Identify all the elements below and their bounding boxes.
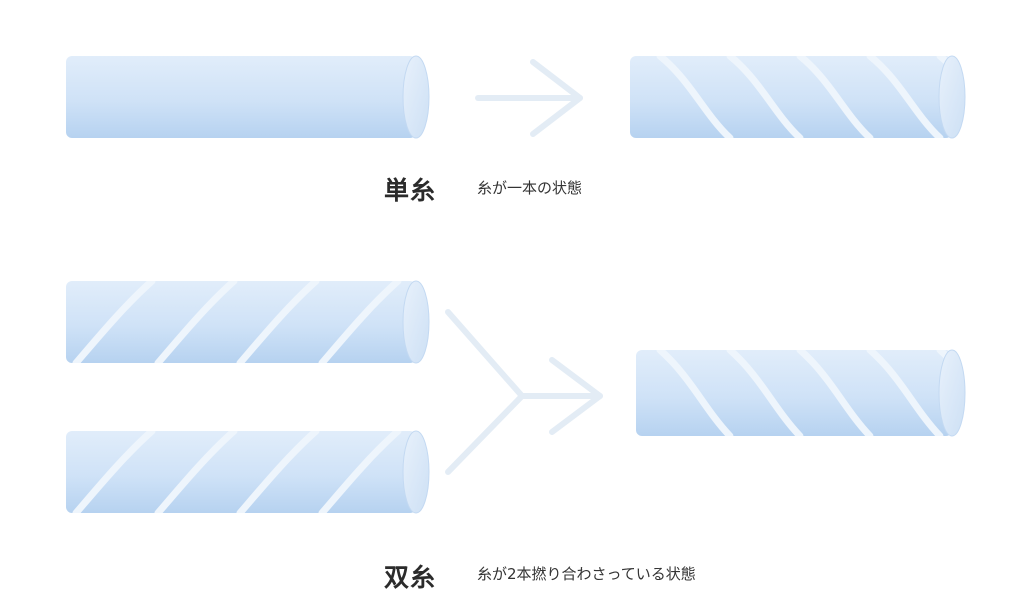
double-yarn-strand-bottom xyxy=(66,430,430,514)
double-yarn-strand-top xyxy=(66,280,430,364)
single-yarn-title: 単糸 xyxy=(384,176,437,205)
single-yarn-description: 糸が一本の状態 xyxy=(477,179,583,197)
double-yarn-description: 糸が2本撚り合わさっている状態 xyxy=(477,565,696,583)
double-yarn-twisted xyxy=(636,349,966,437)
double-yarn-title: 双糸 xyxy=(384,563,437,592)
single-arrow-icon xyxy=(475,59,583,137)
double-merge-arrow-icon xyxy=(445,309,603,475)
single-yarn-plain xyxy=(66,55,430,139)
single-yarn-twisted xyxy=(630,55,966,139)
